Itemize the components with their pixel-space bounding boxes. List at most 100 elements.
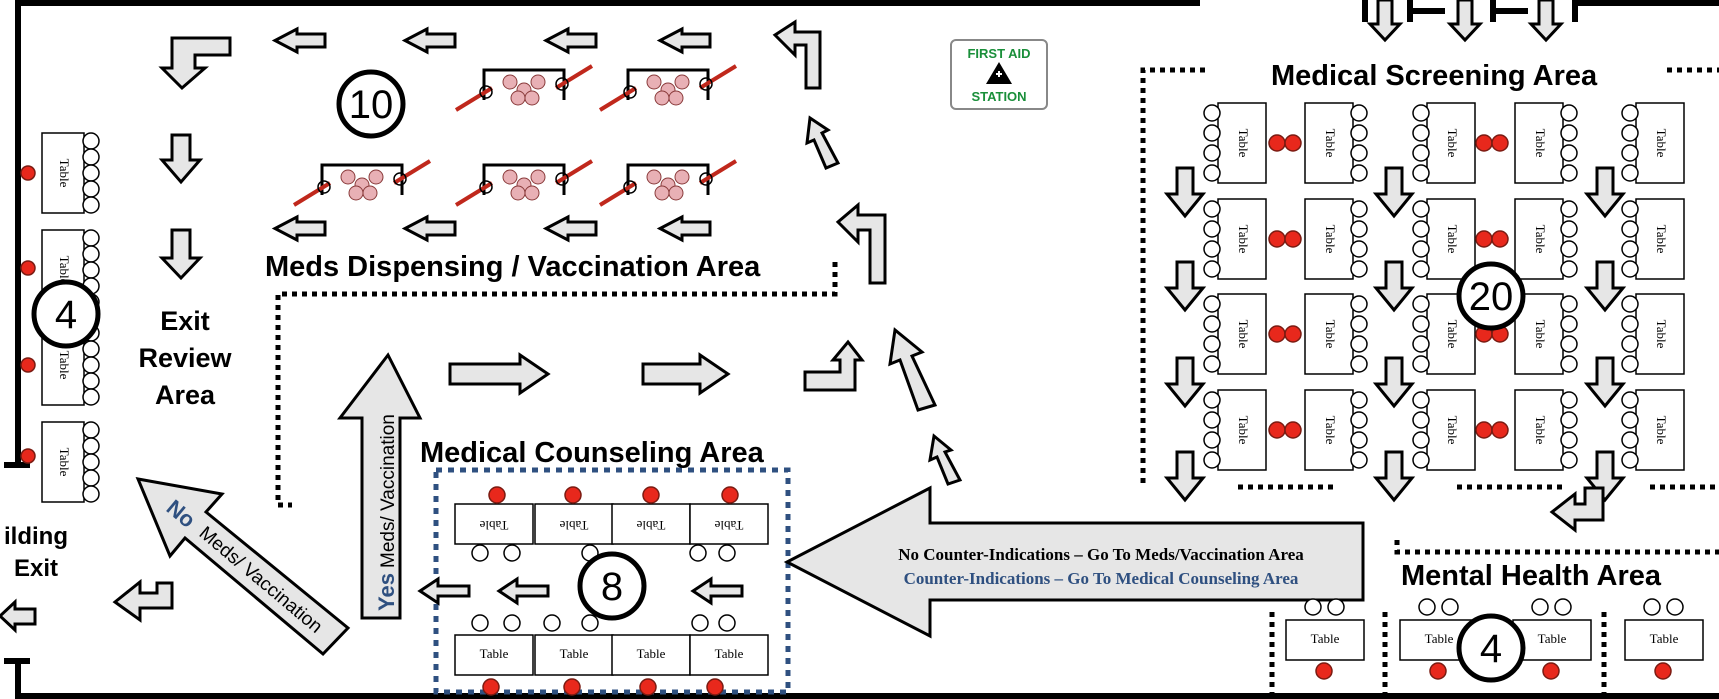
chair <box>1412 220 1430 238</box>
chair <box>1350 200 1368 218</box>
chair <box>82 453 100 471</box>
table: Table <box>611 634 691 676</box>
staff-marker <box>1268 325 1286 343</box>
yes-word: Yes <box>374 573 399 611</box>
arrow-right-icon <box>448 352 551 396</box>
staff-marker <box>1491 230 1509 248</box>
arrow-left-icon <box>401 26 457 55</box>
chair <box>1560 144 1578 162</box>
chair <box>82 437 100 455</box>
chair <box>82 164 100 182</box>
staff-marker <box>1542 662 1560 680</box>
exit-review-title-2: Review <box>138 343 232 373</box>
chair <box>1621 315 1639 333</box>
table-label: Table <box>1323 225 1338 254</box>
table: Table <box>1426 198 1476 280</box>
table-label: Table <box>1654 416 1669 445</box>
turn-arrow-icon <box>158 36 232 91</box>
chair <box>1621 335 1639 353</box>
chair <box>1203 144 1221 162</box>
table-label: Table <box>1425 631 1454 646</box>
arrow-left-icon <box>0 598 37 634</box>
chair <box>1560 124 1578 142</box>
arrow-up-icon <box>805 115 841 170</box>
routing-arrow <box>783 485 1365 639</box>
chair <box>1412 451 1430 469</box>
chair <box>1350 124 1368 142</box>
chair <box>1203 260 1221 278</box>
table: Table <box>1514 102 1564 184</box>
chair <box>1327 598 1345 616</box>
syringe-icon <box>392 159 432 185</box>
chair <box>1621 164 1639 182</box>
chair <box>1412 431 1430 449</box>
chair <box>1560 315 1578 333</box>
svg-text:10: 10 <box>349 83 394 127</box>
meds-area-title: Meds Dispensing / Vaccination Area <box>265 251 761 283</box>
chair <box>1560 164 1578 182</box>
screening-flow-arrows <box>1163 166 1627 534</box>
chair <box>691 614 709 632</box>
staff-marker <box>1315 662 1333 680</box>
table-label: Table <box>57 448 72 477</box>
chair <box>1412 355 1430 373</box>
staff-marker <box>488 486 506 504</box>
chair <box>1350 391 1368 409</box>
table: Table <box>1514 198 1564 280</box>
staff-marker <box>1491 134 1509 152</box>
chair <box>82 196 100 214</box>
staff-marker <box>1268 421 1286 439</box>
table: Table <box>454 503 534 545</box>
syringe-icon <box>698 159 738 185</box>
chair <box>1350 411 1368 429</box>
chair <box>1350 451 1368 469</box>
arrow-down-icon <box>1583 260 1627 313</box>
staff-marker <box>1475 134 1493 152</box>
table: Table <box>1426 389 1476 471</box>
building-exit-label-2: Exit <box>14 555 58 582</box>
chair <box>1560 260 1578 278</box>
first-aid-line-1: FIRST AID <box>967 46 1030 61</box>
syringe-icon <box>554 64 594 90</box>
table-label: Table <box>1311 631 1340 646</box>
chair <box>1203 220 1221 238</box>
arrow-left-icon <box>401 214 457 243</box>
arrow-down-icon <box>158 133 204 185</box>
chair <box>1350 295 1368 313</box>
syringe-icon <box>698 64 738 90</box>
chair <box>471 544 489 562</box>
staff-marker <box>482 678 500 696</box>
syringe-icon <box>598 86 638 112</box>
arrow-down-icon <box>1372 356 1416 409</box>
mental-health-area-title: Mental Health Area <box>1401 560 1662 592</box>
staff-marker <box>20 165 36 181</box>
table: Table <box>534 634 614 676</box>
count-badge-counseling: 8 <box>577 551 647 621</box>
table-label: Table <box>57 256 72 285</box>
chair <box>1412 124 1430 142</box>
table-label: Table <box>1654 320 1669 349</box>
svg-text:8: 8 <box>601 565 623 609</box>
table: Table <box>41 421 85 503</box>
vaccination-station <box>292 159 432 207</box>
exit-review-title-3: Area <box>155 380 216 410</box>
chair <box>1350 220 1368 238</box>
first-aid-sign: FIRST AID STATION <box>950 39 1048 110</box>
table: Table <box>1217 198 1267 280</box>
chair <box>1560 295 1578 313</box>
staff-marker <box>564 486 582 504</box>
chair <box>82 340 100 358</box>
table: Table <box>534 503 614 545</box>
turn-arrow-icon <box>803 339 866 392</box>
vaccination-station <box>454 64 594 112</box>
syringe-icon <box>598 181 638 207</box>
table-label: Table <box>1533 416 1548 445</box>
staff-marker <box>1491 421 1509 439</box>
chair <box>1203 295 1221 313</box>
table-label: Table <box>714 518 743 533</box>
chair <box>1203 451 1221 469</box>
building-walls <box>4 0 1719 699</box>
chair <box>1412 335 1430 353</box>
arrow-up-icon <box>928 433 963 486</box>
